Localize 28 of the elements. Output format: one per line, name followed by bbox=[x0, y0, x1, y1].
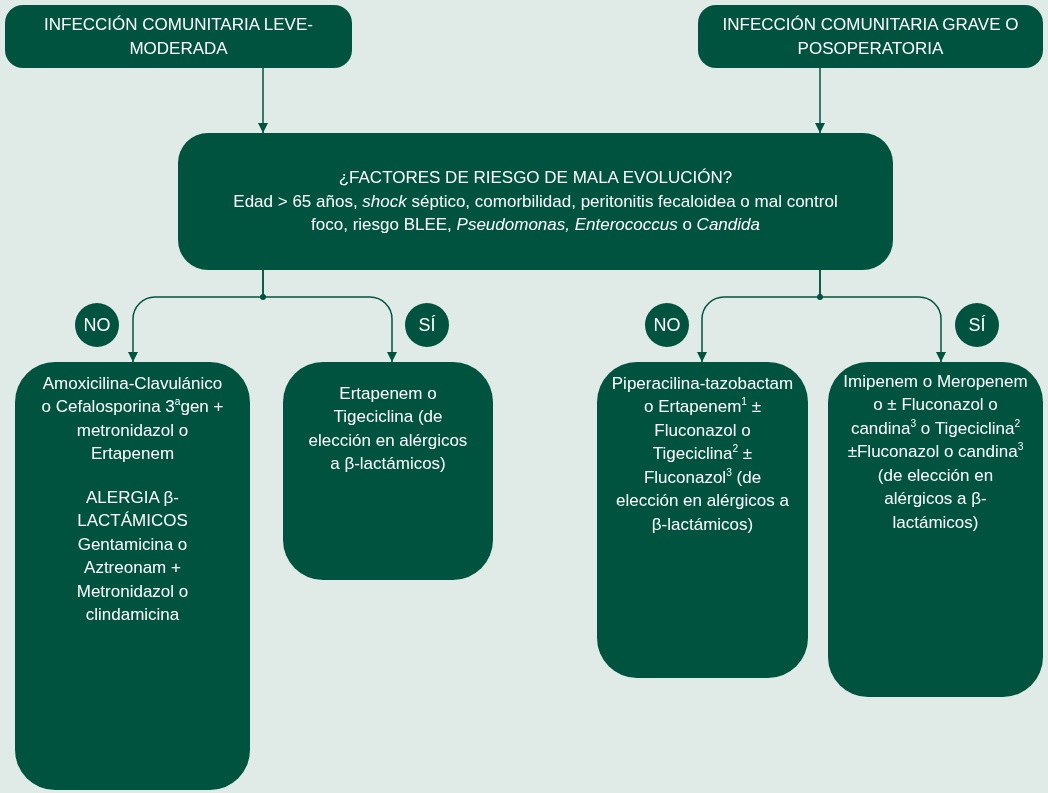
box-heading: ¿FACTORES DE RIESGO DE MALA EVOLUCIÓN? bbox=[338, 167, 733, 190]
process-box bbox=[828, 362, 1043, 697]
process-box bbox=[698, 5, 1043, 68]
process-box bbox=[178, 133, 893, 270]
decision-label-circle bbox=[645, 303, 689, 347]
box-heading: INFECCIÓN COMUNITARIA GRAVE O POSOPERATORIA bbox=[721, 14, 1020, 60]
decision-label-circle bbox=[75, 303, 119, 347]
box-text: ALERGIA β-LACTÁMICOS Gentamicina o Aztreonam + Metronidazol o clindamicina bbox=[75, 486, 190, 627]
box-heading: INFECCIÓN COMUNITARIA LEVE-MODERADA bbox=[43, 14, 314, 60]
process-box bbox=[15, 362, 250, 790]
arrow bbox=[258, 67, 268, 134]
process-box bbox=[283, 362, 493, 580]
decision-label: SÍ bbox=[418, 313, 436, 337]
arrow bbox=[819, 269, 946, 363]
arrow bbox=[815, 67, 825, 134]
decision-label: NO bbox=[653, 313, 681, 337]
box-heading: Ertapenem o Tigeciclina (de elección en alérgicos a β-lactámicos) bbox=[307, 383, 469, 476]
box-heading: Amoxicilina-Clavulánico o Cefalosporina 3$^{a}$gen + metronidazol o Ertapenem bbox=[40, 373, 225, 466]
process-box bbox=[597, 362, 808, 678]
decision-label-circle bbox=[405, 303, 449, 347]
box-heading: Piperacilina-tazobactam o Ertapenem$^{1}$ ± Fluconazol o Tigeciclina$^{2}$ ± Fluconazol$^{3}$ (de elección en alérgicos a β-lactámicos) bbox=[611, 373, 794, 536]
arrow bbox=[262, 269, 397, 363]
decision-label-circle bbox=[955, 303, 999, 347]
decision-label: SÍ bbox=[968, 313, 986, 337]
box-text: Edad > 65 años, shock séptico, comorbilidad, peritonitis fecaloidea o mal control foco, riesgo BLEE, Pseudomonas, Enterococcus o Candida bbox=[232, 190, 839, 237]
box-heading: Imipenem o Meropenem o ± Fluconazol o candina$^{3}$ o Tigeciclina$^{2}$ ±Fluconazol o candina$^{3}$ (de elección en alérgicos a β-lactámicos) bbox=[842, 371, 1029, 534]
process-box bbox=[5, 5, 352, 68]
decision-label: NO bbox=[83, 313, 111, 337]
